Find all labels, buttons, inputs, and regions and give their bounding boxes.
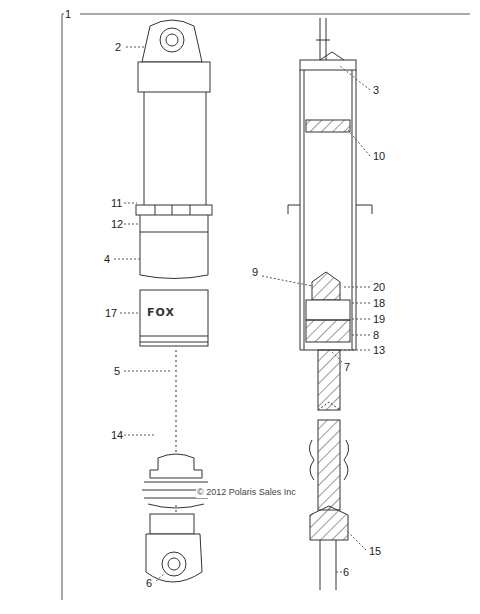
drawing-stroke — [160, 28, 184, 52]
drawing-stroke — [150, 454, 202, 478]
drawing-stroke — [306, 300, 350, 320]
drawing-stroke — [350, 303, 370, 304]
drawing-stroke — [140, 215, 208, 275]
drawing-stroke — [310, 506, 348, 540]
drawing-stroke — [142, 20, 202, 62]
brand-label: FOX — [146, 307, 176, 319]
callout-number: 12 — [110, 218, 124, 230]
drawing-stroke — [124, 224, 139, 225]
drawing-stroke — [155, 205, 190, 215]
drawing-stroke — [306, 120, 350, 132]
callout-number: 4 — [103, 253, 111, 265]
callout-number: 5 — [113, 365, 121, 377]
callout-number: 7 — [343, 361, 351, 373]
drawing-stroke — [300, 70, 356, 350]
drawing-stroke — [124, 371, 172, 372]
callout-number: 10 — [372, 150, 386, 162]
drawing-stroke — [346, 530, 366, 550]
drawing-stroke — [124, 203, 137, 204]
drawing-stroke — [320, 18, 326, 60]
callout-number: 6 — [145, 577, 153, 589]
drawing-stroke — [144, 92, 206, 205]
drawing-stroke — [318, 420, 340, 510]
drawing-stroke — [332, 352, 342, 362]
drawing-stroke — [120, 313, 140, 314]
drawing-stroke — [300, 60, 356, 70]
callout-number: 20 — [372, 281, 386, 293]
callout-number: 8 — [372, 329, 380, 341]
drawing-stroke — [166, 34, 178, 46]
copyright-note: © 2012 Polaris Sales Inc — [196, 486, 297, 498]
drawing-stroke — [168, 558, 180, 570]
drawing-stroke — [146, 534, 202, 582]
leader-lines — [114, 47, 370, 581]
drawing-stroke — [340, 66, 370, 90]
drawing-stroke — [320, 52, 344, 60]
drawing-stroke — [62, 14, 470, 600]
callout-number: 9 — [251, 266, 259, 278]
drawing-stroke — [156, 572, 166, 581]
drawing-stroke — [340, 350, 370, 351]
callout-number: 3 — [372, 84, 380, 96]
drawing-stroke — [312, 272, 340, 300]
drawing-stroke — [114, 259, 140, 260]
drawing-stroke — [309, 440, 348, 480]
callout-number: 1 — [64, 8, 72, 20]
callout-number: 15 — [368, 545, 382, 557]
callout-number: 11 — [110, 197, 123, 209]
drawing-stroke — [288, 205, 372, 214]
drawing-stroke — [176, 350, 177, 455]
drawing-stroke — [176, 505, 177, 512]
drawing-stroke — [342, 287, 370, 288]
callout-number: 17 — [104, 307, 118, 319]
drawing-stroke — [318, 402, 340, 410]
drawing-stroke — [124, 435, 156, 436]
drawing-stroke — [140, 336, 208, 342]
callout-number: 18 — [372, 297, 386, 309]
drawing-stroke — [350, 319, 370, 320]
shock-cross-section — [288, 18, 372, 590]
drawing-stroke — [140, 290, 208, 346]
drawing-stroke — [126, 47, 146, 48]
callout-number: 6 — [342, 566, 350, 578]
drawing-stroke — [348, 130, 370, 156]
drawing-stroke — [306, 320, 350, 342]
callout-number: 19 — [372, 313, 386, 325]
drawing-stroke — [140, 275, 208, 279]
callout-number: 2 — [114, 41, 122, 53]
drawing-stroke — [316, 40, 330, 41]
drawing-stroke — [318, 350, 340, 410]
drawing-stroke — [150, 514, 194, 534]
drawing-stroke — [320, 540, 336, 590]
callout-number: 13 — [372, 344, 386, 356]
drawing-stroke — [136, 205, 212, 215]
drawing-stroke — [140, 232, 208, 233]
drawing-stroke — [350, 335, 370, 336]
frame-bracket — [62, 14, 470, 600]
drawing-stroke — [138, 62, 210, 92]
drawing-stroke — [62, 14, 470, 600]
drawing-stroke — [262, 276, 312, 286]
callout-number: 14 — [110, 429, 124, 441]
